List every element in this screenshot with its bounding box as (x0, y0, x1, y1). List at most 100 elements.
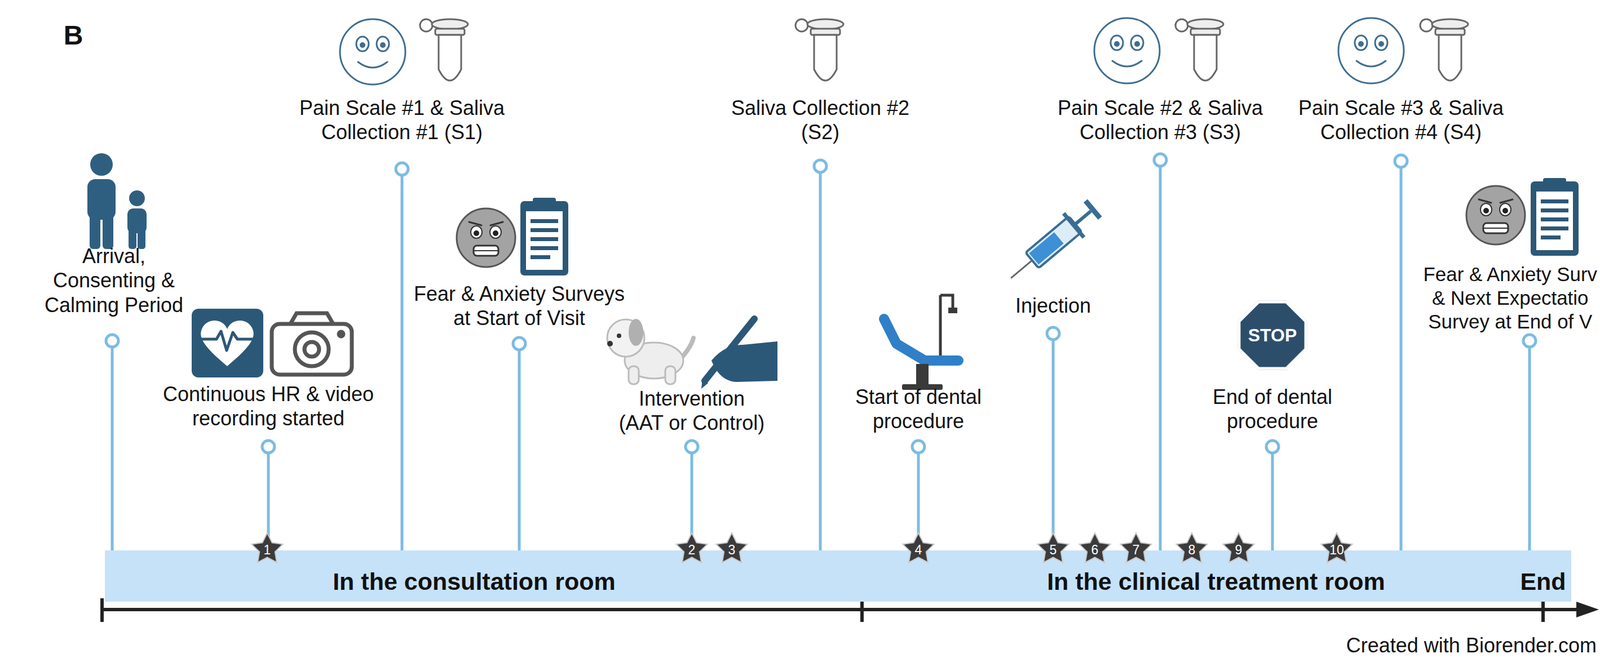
dental-chair-icon (884, 319, 959, 361)
room-name: In the consultation room (332, 568, 616, 596)
time-axis (860, 598, 864, 623)
timeline-label: Pain Scale #3 & Saliva Collection #4 (S4… (1298, 95, 1504, 145)
saliva-tube (420, 19, 468, 81)
callout-star: 5 (1035, 530, 1071, 566)
callout-number: 5 (1049, 542, 1058, 559)
timeline-label: Arrival, Consenting & Calming Period (44, 244, 184, 318)
timeline-label: Fear & Anxiety Surveys at Start of Visit (413, 281, 625, 331)
hand-pen-icon (711, 341, 778, 383)
octagon-shape (1239, 302, 1306, 369)
pin-line (518, 350, 521, 552)
pin-head (814, 160, 827, 173)
pin-head (513, 337, 526, 351)
dental-chair-icon (948, 307, 958, 314)
dental-chair-icon (916, 364, 929, 386)
people-icon (102, 213, 114, 250)
callout-number: 10 (1329, 542, 1345, 559)
panel-letter: B (63, 19, 84, 52)
pin-head (262, 440, 275, 454)
fear-face (456, 208, 516, 268)
callout-star: 2 (674, 530, 710, 566)
room-band: In the consultation roomIn the clinical … (104, 550, 1572, 603)
callout-star: 3 (714, 530, 750, 566)
heart-rate-icon (200, 331, 254, 351)
people-icon (129, 190, 145, 207)
pain-scale-face (339, 19, 406, 85)
syringe-icon (1075, 211, 1091, 225)
dental-chair-icon (939, 295, 943, 361)
heart-rate-icon (191, 308, 264, 378)
octagon-rim (1238, 301, 1308, 371)
callout-star: 4 (900, 530, 936, 566)
timeline-label: Fear & Anxiety Surv & Next Expectatio Su… (1423, 262, 1598, 334)
dental-chair-icon (940, 295, 953, 309)
camera-icon (271, 313, 352, 375)
dental-chair-icon (884, 295, 959, 391)
room-name: End (1519, 568, 1566, 596)
pin-head (105, 334, 119, 348)
dog-icon (628, 366, 639, 385)
pin-line (111, 347, 114, 552)
time-axis (1541, 598, 1545, 623)
callout-number: 4 (915, 542, 923, 559)
syringe-icon (1083, 199, 1103, 220)
stop-text: STOP (1248, 325, 1298, 347)
timeline-label: Intervention (AAT or Control) (619, 386, 766, 436)
callout-number: 3 (728, 542, 736, 559)
time-axis (102, 598, 1599, 623)
timeline-label: End of dental procedure (1212, 385, 1333, 434)
saliva-tube (1175, 19, 1224, 81)
timeline-label: Injection (1015, 293, 1091, 318)
pin-head (1523, 334, 1536, 348)
timeline-label: Pain Scale #1 & Saliva Collection #1 (S1… (299, 95, 505, 145)
timeline-pins (105, 153, 1536, 552)
pin-line (1528, 347, 1532, 552)
time-axis (100, 598, 104, 623)
pain-scale-face (1338, 18, 1404, 84)
stop-sign: STOP (1234, 297, 1311, 374)
timeline-label: Pain Scale #2 & Saliva Collection #3 (S3… (1057, 95, 1263, 145)
heart-rate-icon (200, 320, 254, 367)
saliva-tube (1420, 19, 1469, 81)
callout-star: 6 (1077, 530, 1113, 566)
pin-head (685, 440, 698, 454)
dog-icon (607, 319, 694, 385)
pin-line (819, 172, 822, 552)
pin-head (1394, 155, 1408, 168)
fear-face (1466, 186, 1526, 245)
callout-number: 7 (1132, 542, 1140, 559)
syringe-icon (1010, 260, 1033, 278)
timeline-label: Saliva Collection #2 (S2) (731, 95, 910, 145)
pin-line (1399, 167, 1403, 552)
syringe-icon (1062, 211, 1086, 239)
dog-icon (628, 319, 644, 347)
callout-star: 10 (1319, 530, 1355, 566)
camera-icon (271, 324, 352, 375)
people-icon (87, 153, 147, 250)
camera-icon (290, 313, 334, 325)
hand-pen-icon (701, 319, 778, 390)
people-icon (90, 153, 113, 176)
camera-icon (338, 332, 344, 337)
people-icon (89, 213, 101, 250)
time-axis (102, 608, 1582, 612)
camera-icon (294, 332, 329, 367)
callout-number: 9 (1235, 542, 1243, 559)
callout-star: 7 (1118, 530, 1154, 566)
time-axis (1576, 602, 1599, 618)
pin-line (400, 175, 404, 552)
timeline-label: Continuous HR & video recording started (162, 382, 374, 431)
timeline-label: Start of dental procedure (855, 385, 982, 434)
callout-number: 1 (263, 542, 272, 559)
survey-clipboard (520, 197, 569, 276)
callout-star: 8 (1174, 530, 1210, 566)
pain-scale-face (1094, 18, 1160, 84)
pin-line (1271, 453, 1275, 552)
dog-icon (607, 319, 645, 357)
pin-head (912, 440, 925, 454)
survey-clipboard (1530, 178, 1579, 256)
saliva-tube (795, 19, 844, 81)
dog-icon (616, 333, 622, 339)
pin-head (1154, 153, 1167, 167)
